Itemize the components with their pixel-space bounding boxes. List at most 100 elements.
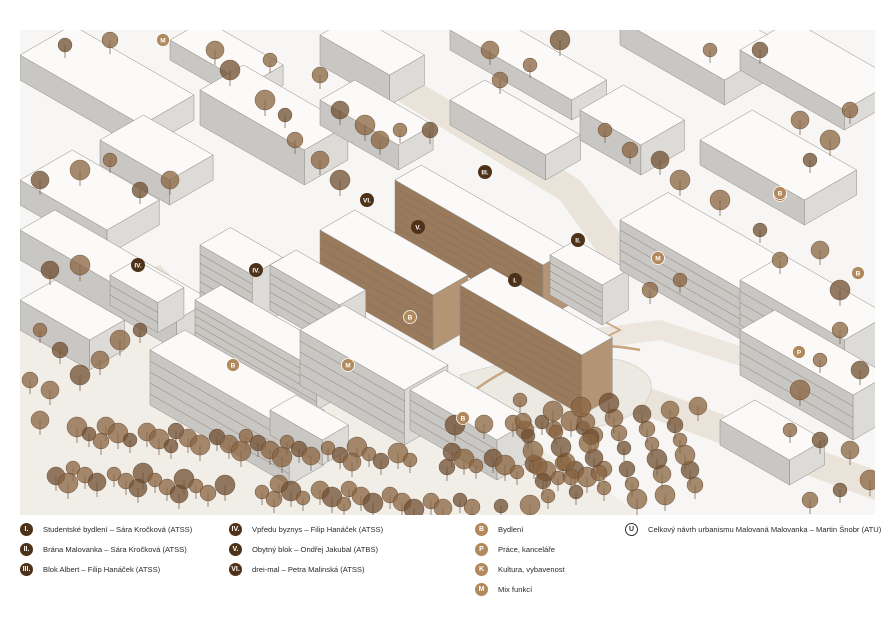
background-building xyxy=(99,114,214,206)
project-badge: III. xyxy=(20,562,33,576)
svg-text:IV.: IV. xyxy=(134,263,142,270)
legend-item-function-mix: M Mix funkcí xyxy=(475,582,532,596)
tree xyxy=(188,478,204,499)
tree xyxy=(362,492,384,515)
road xyxy=(380,70,640,270)
tree xyxy=(534,472,552,495)
tree xyxy=(480,40,500,65)
legend-item-project-2: II. Brána Malovanka – Sára Kročková (ATS… xyxy=(20,542,187,556)
tree xyxy=(641,281,659,304)
svg-text:M: M xyxy=(160,38,165,45)
urbanism-badge: U xyxy=(625,522,638,536)
tree xyxy=(802,152,818,173)
tree xyxy=(812,352,828,373)
tree xyxy=(160,170,180,195)
project-marker: I. xyxy=(508,273,522,287)
block-brana xyxy=(549,239,629,326)
tree xyxy=(522,57,538,78)
tree xyxy=(494,454,516,481)
legend-label: drei-mal – Petra Malinská (ATSS) xyxy=(252,564,365,574)
tree xyxy=(789,379,811,406)
tree xyxy=(468,458,484,479)
tree xyxy=(452,492,468,513)
tree xyxy=(801,491,819,514)
tree xyxy=(568,484,584,505)
svg-text:II.: II. xyxy=(575,238,581,245)
tree xyxy=(21,371,39,394)
tree xyxy=(672,272,688,293)
tree xyxy=(81,426,97,447)
legend-label: Blok Albert – Filip Hanáček (ATSS) xyxy=(43,564,161,574)
tree xyxy=(669,169,691,196)
project-marker: II. xyxy=(571,233,585,247)
tree xyxy=(392,122,408,143)
legend-item-function-culture: K Kultura, vybavenost xyxy=(475,562,565,576)
tree xyxy=(277,107,293,128)
tree xyxy=(548,424,564,445)
tree xyxy=(686,476,704,499)
legend-label: Studentské bydlení – Sára Kročková (ATSS… xyxy=(43,524,193,534)
tree xyxy=(514,412,532,435)
tree xyxy=(101,31,119,54)
project-marker: III. xyxy=(478,165,492,179)
tree xyxy=(560,410,582,437)
tree xyxy=(638,420,656,443)
svg-text:B: B xyxy=(856,271,861,278)
tree xyxy=(702,42,718,63)
tree xyxy=(30,170,50,195)
tree xyxy=(549,30,571,56)
tree xyxy=(163,438,179,459)
tree xyxy=(219,59,241,86)
tree xyxy=(131,181,149,204)
railway xyxy=(580,320,875,410)
tree xyxy=(680,460,700,485)
tree xyxy=(402,452,418,473)
tree xyxy=(128,478,148,503)
tree xyxy=(520,428,536,449)
tree xyxy=(51,341,69,364)
tree xyxy=(286,131,304,154)
tree xyxy=(596,480,612,501)
tree xyxy=(69,364,91,391)
svg-text:B: B xyxy=(231,363,236,370)
tree xyxy=(453,448,475,475)
tree xyxy=(69,159,91,186)
tree xyxy=(87,472,107,497)
tree xyxy=(512,392,528,413)
tree xyxy=(311,66,329,89)
project-badge: V. xyxy=(229,542,242,556)
tree xyxy=(534,414,550,435)
function-marker: B xyxy=(851,266,865,280)
tree xyxy=(106,466,122,487)
tree xyxy=(463,498,481,515)
tree xyxy=(519,494,541,515)
function-badge: K xyxy=(475,562,488,576)
tree xyxy=(66,416,88,443)
tree xyxy=(598,392,620,419)
tree xyxy=(30,410,50,435)
project-marker: V. xyxy=(411,220,425,234)
tree xyxy=(660,400,680,425)
svg-text:I.: I. xyxy=(513,278,517,285)
legend-item-project-1: I. Studentské bydlení – Sára Kročková (A… xyxy=(20,522,192,536)
tree xyxy=(57,472,79,499)
tree xyxy=(40,260,60,285)
tree xyxy=(654,484,676,511)
legend-item-project-5: V. Obytný blok – Ondřej Jakubal (ATBS) xyxy=(229,542,378,556)
tree xyxy=(421,121,439,144)
tree xyxy=(493,498,509,515)
block-iv-west xyxy=(109,259,185,333)
tree xyxy=(621,141,639,164)
tree xyxy=(819,129,841,156)
tree xyxy=(40,380,60,405)
tree xyxy=(280,480,302,507)
tree xyxy=(254,89,276,116)
axonometric-site-plan: I.II.III.IV.IV.V.VI.MMMMBBBBBP xyxy=(20,30,875,515)
tree xyxy=(330,100,350,125)
legend-label: Obytný blok – Ondřej Jakubal (ATBS) xyxy=(252,544,379,554)
tree xyxy=(230,440,252,467)
tree xyxy=(189,434,211,461)
tree xyxy=(433,498,453,515)
project-badge: VI. xyxy=(229,562,242,576)
tree xyxy=(361,446,377,467)
